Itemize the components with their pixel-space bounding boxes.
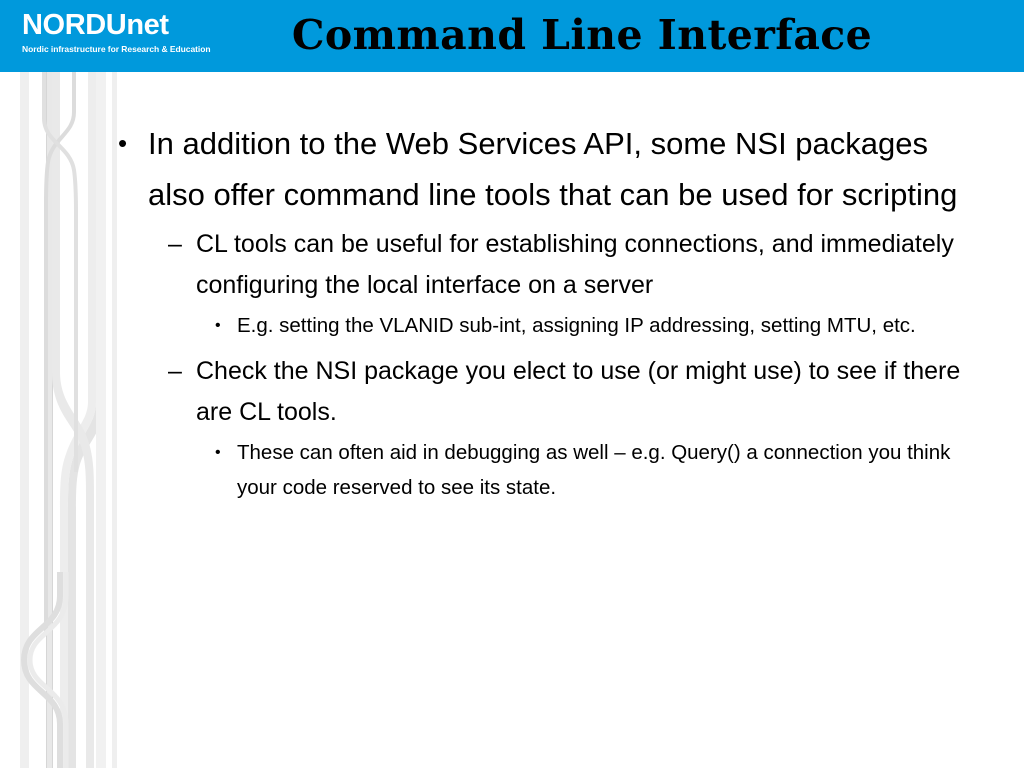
bullet-text: These can often aid in debugging as well… bbox=[237, 441, 951, 499]
nordunet-logo: NORDUnet Nordic infrastructure for Resea… bbox=[22, 9, 262, 54]
bullet-text: Check the NSI package you elect to use (… bbox=[196, 357, 961, 426]
slide-body: • In addition to the Web Services API, s… bbox=[110, 118, 1010, 507]
header-banner bbox=[0, 0, 1024, 72]
bullet-level3-2: • These can often aid in debugging as we… bbox=[215, 435, 1010, 505]
logo-wordmark: NORDUnet bbox=[22, 9, 262, 41]
ribbon-band-1 bbox=[20, 72, 29, 768]
bullet-marker-dot: • bbox=[118, 128, 128, 158]
ribbon-wide-right-branch bbox=[52, 72, 94, 768]
logo-wordmark-light: net bbox=[126, 9, 169, 41]
bullet-level2-1: – CL tools can be useful for establishin… bbox=[168, 224, 1010, 306]
bullet-text: CL tools can be useful for establishing … bbox=[196, 230, 954, 299]
logo-tagline: Nordic infrastructure for Research & Edu… bbox=[22, 44, 211, 54]
bullet-marker-dot-small: • bbox=[215, 444, 221, 461]
logo-wordmark-bold: NORDU bbox=[22, 9, 127, 41]
ribbon-band-3 bbox=[96, 72, 106, 768]
bullet-level3-1: • E.g. setting the VLANID sub-int, assig… bbox=[215, 308, 1010, 343]
bullet-marker-dash: – bbox=[168, 230, 182, 258]
bullet-marker-dot-small: • bbox=[215, 317, 221, 334]
ribbon-thin-cross-b bbox=[42, 72, 78, 472]
ribbon-bottom-s-curve-inner bbox=[27, 572, 69, 768]
ribbon-wide-left-fill bbox=[60, 72, 96, 768]
ribbon-bottom-s-curve bbox=[20, 572, 63, 768]
ribbon-band-2 bbox=[46, 72, 53, 768]
ribbon-wide-left-branch bbox=[68, 72, 104, 768]
bullet-text: E.g. setting the VLANID sub-int, assigni… bbox=[237, 314, 916, 337]
bullet-text: In addition to the Web Services API, som… bbox=[148, 126, 958, 212]
ribbon-thin-cross-a bbox=[44, 72, 76, 632]
bullet-level2-2: – Check the NSI package you elect to use… bbox=[168, 351, 1010, 433]
bullet-level1-1: • In addition to the Web Services API, s… bbox=[118, 118, 1010, 220]
bullet-marker-dash: – bbox=[168, 357, 182, 385]
slide-title: Command Line Interface bbox=[291, 11, 873, 59]
